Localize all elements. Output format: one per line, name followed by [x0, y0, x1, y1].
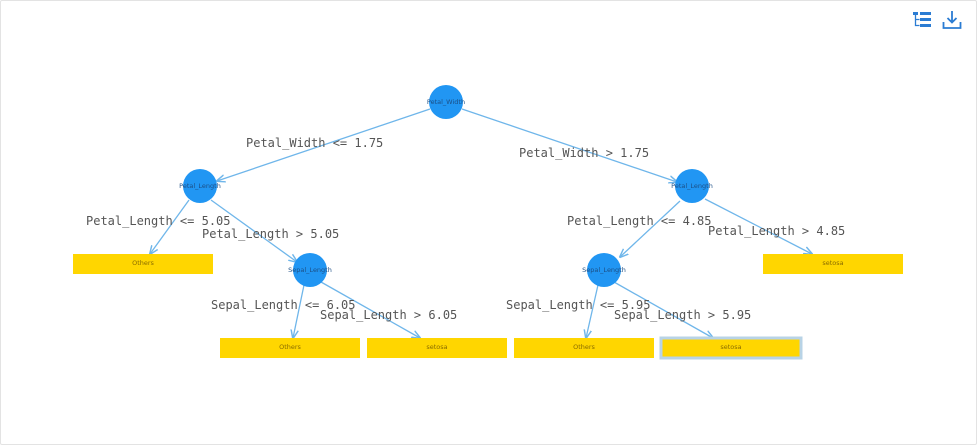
edge-label: Sepal_Length <= 6.05: [211, 298, 356, 312]
edge-right-rightleft: [620, 200, 681, 257]
edge-leftright-leaf3: [320, 281, 420, 338]
tree-edges: [150, 108, 812, 338]
tree-leaf[interactable]: setosa: [367, 338, 507, 358]
tree-node-left[interactable]: Petal_Length: [179, 169, 221, 203]
edge-label: Petal_Length <= 5.05: [86, 214, 231, 228]
leaf-box[interactable]: [659, 336, 803, 360]
leaf-box[interactable]: [220, 338, 360, 358]
node-circle[interactable]: [183, 169, 217, 203]
node-label: Sepal_Length: [288, 266, 332, 274]
edge-label: Petal_Length > 4.85: [708, 224, 845, 238]
edge-labels: Petal_Width <= 1.75 Petal_Width > 1.75 P…: [86, 136, 845, 322]
leaf-label: setosa: [822, 259, 843, 267]
leaf-label: Others: [573, 343, 595, 351]
edge-label: Sepal_Length > 6.05: [320, 308, 457, 322]
edge-label: Petal_Width > 1.75: [519, 146, 649, 160]
edge-rightleft-leaf4: [586, 284, 599, 338]
leaf-box[interactable]: [73, 254, 213, 274]
edge-left-leaf1: [150, 199, 190, 254]
tree-leaf[interactable]: Others: [514, 338, 654, 358]
leaf-box[interactable]: [763, 254, 903, 274]
leaf-box[interactable]: [514, 338, 654, 358]
edge-root-left: [217, 108, 431, 181]
tree-node-right[interactable]: Petal_Length: [671, 169, 713, 203]
node-circle[interactable]: [429, 85, 463, 119]
tree-leaf[interactable]: Others: [220, 338, 360, 358]
edge-label: Sepal_Length <= 5.95: [506, 298, 651, 312]
leaf-label: setosa: [426, 343, 447, 351]
edge-left-leftright: [210, 199, 297, 262]
edge-leftright-leaf2: [293, 284, 305, 338]
node-label: Sepal_Length: [582, 266, 626, 274]
tree-node-root[interactable]: Petal_Width: [427, 85, 465, 119]
download-icon[interactable]: [941, 9, 963, 31]
tree-list-icon[interactable]: [911, 9, 933, 31]
node-label: Petal_Width: [427, 98, 465, 106]
leaf-label: Others: [279, 343, 301, 351]
tree-node-left-right[interactable]: Sepal_Length: [288, 253, 332, 287]
node-label: Petal_Length: [671, 182, 713, 190]
node-circle[interactable]: [587, 253, 621, 287]
leaf-label: setosa: [720, 343, 741, 351]
tree-leaf-selected[interactable]: setosa: [659, 336, 803, 360]
edge-root-right: [461, 108, 677, 182]
edge-label: Petal_Width <= 1.75: [246, 136, 383, 150]
node-circle[interactable]: [675, 169, 709, 203]
tree-node-right-left[interactable]: Sepal_Length: [582, 253, 626, 287]
leaf-box[interactable]: [367, 338, 507, 358]
edge-right-leaf6: [704, 198, 812, 254]
node-label: Petal_Length: [179, 182, 221, 190]
edge-label: Petal_Length > 5.05: [202, 227, 339, 241]
edge-label: Sepal_Length > 5.95: [614, 308, 751, 322]
tree-leaf[interactable]: Others: [73, 254, 213, 274]
tree-leaf[interactable]: setosa: [763, 254, 903, 274]
edge-rightleft-leaf5: [613, 281, 713, 338]
chart-toolbar: [911, 9, 963, 31]
leaf-label: Others: [132, 259, 154, 267]
edge-label: Petal_Length <= 4.85: [567, 214, 712, 228]
node-circle[interactable]: [293, 253, 327, 287]
